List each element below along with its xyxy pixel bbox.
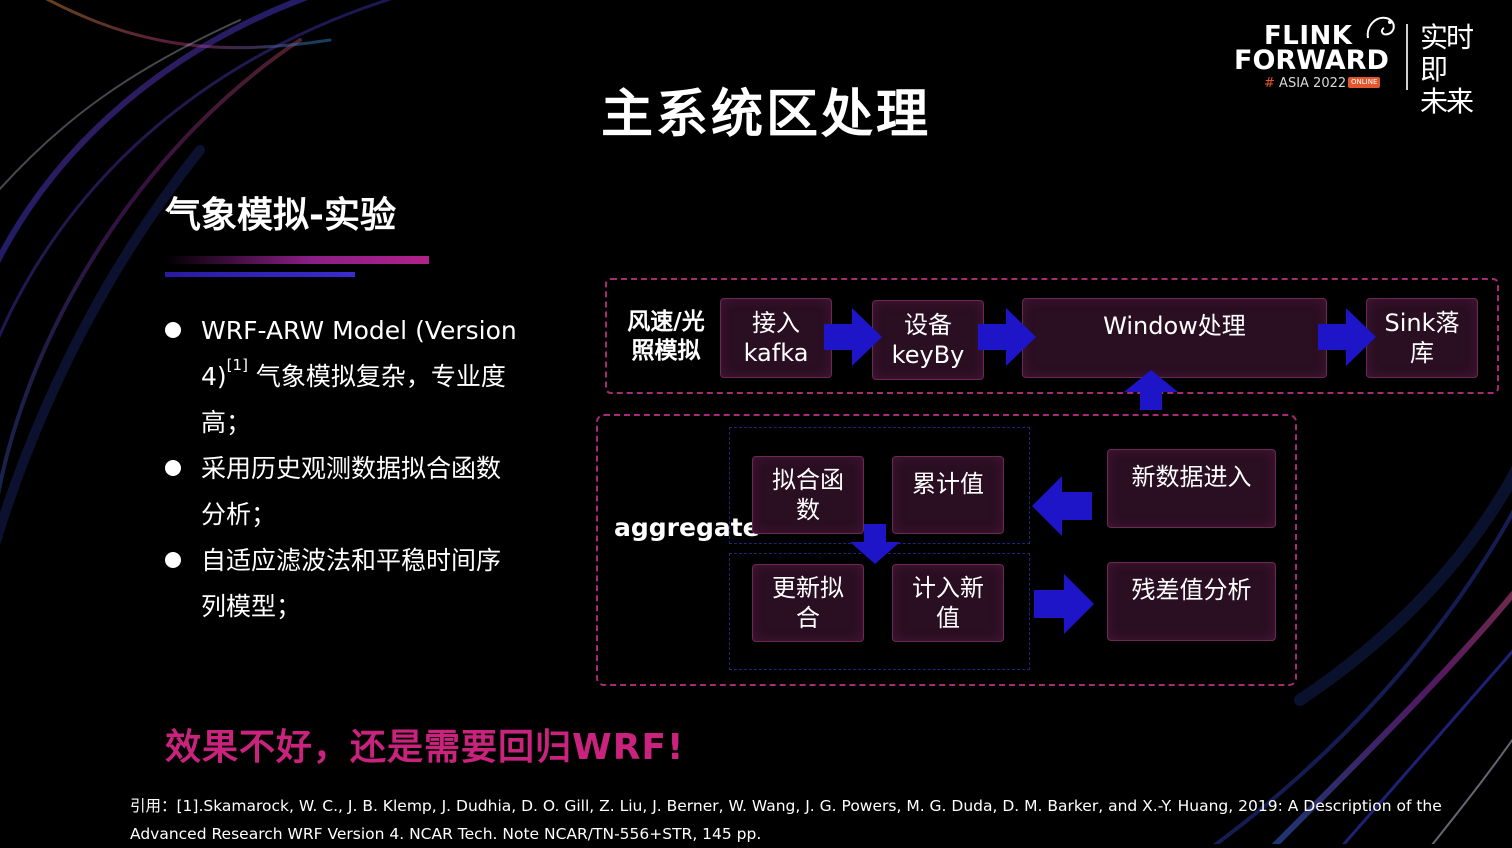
arrow-left-icon — [1032, 476, 1092, 536]
logo-event: # ASIA 2022 — [1264, 76, 1346, 92]
aggregate-label: aggregate — [614, 513, 760, 542]
bullet-item-3: 自适应滤波法和平稳时间序列模型； — [165, 538, 525, 630]
logo-slogan-line1: 实时即 — [1420, 21, 1474, 86]
device-keyby-label: 设备keyBy — [891, 311, 965, 369]
bullet-dot — [165, 552, 181, 568]
arrow-right-icon — [1318, 308, 1376, 366]
sink-storage-box: Sink落库 — [1366, 298, 1478, 378]
logo-line-flink: FLINK — [1264, 21, 1353, 51]
bullet-1-text: WRF-ARW Model (Version 4) — [201, 316, 517, 391]
reference-citation: 引用：[1].Skamarock, W. C., J. B. Klemp, J.… — [130, 797, 1442, 843]
sink-storage-label: Sink落库 — [1384, 309, 1460, 367]
logo-line-forward: FORWARD — [1234, 45, 1389, 76]
logo-slogan: 实时即 未来 — [1420, 22, 1484, 118]
residual-analysis-label: 残差值分析 — [1131, 576, 1252, 604]
count-new-value-box: 计入新值 — [892, 564, 1004, 642]
arrow-right-icon — [824, 308, 882, 366]
aggregate-dashed-frame — [596, 414, 1297, 686]
bullet-2-text: 采用历史观测数据拟合函数分析； — [201, 454, 502, 529]
conclusion-text: 效果不好，还是需要回归WRF! — [165, 727, 685, 768]
window-processing-label: Window处理 — [1103, 312, 1246, 340]
bullet-1-text-cont: 气象模拟复杂，专业度高； — [201, 362, 506, 437]
update-fit-label: 更新拟合 — [772, 574, 844, 632]
bullet-item-1: WRF-ARW Model (Version 4)[1] 气象模拟复杂，专业度高… — [165, 308, 525, 446]
top-flow-dashed-frame — [605, 278, 1499, 394]
bullet-dot — [165, 460, 181, 476]
fit-function-box: 拟合函数 — [752, 456, 864, 534]
squirrel-icon — [1366, 16, 1395, 39]
residual-analysis-box: 残差值分析 — [1107, 562, 1276, 641]
section-subtitle: 气象模拟-实验 — [165, 195, 396, 236]
logo-slogan-line2: 未来 — [1420, 85, 1474, 118]
count-new-value-label: 计入新值 — [912, 574, 984, 632]
accumulated-value-box: 累计值 — [892, 456, 1004, 534]
bullet-item-2: 采用历史观测数据拟合函数分析； — [165, 446, 525, 538]
bullet-list: WRF-ARW Model (Version 4)[1] 气象模拟复杂，专业度高… — [165, 308, 525, 630]
source-label: 风速/光照模拟 — [627, 309, 705, 364]
ingest-kafka-label: 接入kafka — [743, 309, 809, 367]
logo-hash: # — [1264, 76, 1275, 91]
ingest-kafka-box: 接入kafka — [720, 298, 832, 378]
update-fit-box: 更新拟合 — [752, 564, 864, 642]
logo-event-text: ASIA 2022 — [1279, 76, 1347, 91]
bullet-1-citation: [1] — [226, 356, 248, 374]
subtitle-underline-magenta — [165, 256, 429, 264]
bullet-dot — [165, 322, 181, 338]
fit-function-label: 拟合函数 — [772, 466, 844, 524]
new-data-box: 新数据进入 — [1107, 449, 1276, 528]
subtitle-underline-blue — [165, 272, 355, 277]
arrow-right-icon — [1034, 574, 1094, 634]
page-title: 主系统区处理 — [600, 85, 931, 145]
bullet-3-text: 自适应滤波法和平稳时间序列模型； — [201, 546, 502, 621]
arrow-up-icon — [1124, 370, 1178, 410]
arrow-down-icon — [850, 524, 900, 564]
new-data-label: 新数据进入 — [1131, 463, 1252, 491]
flink-forward-logo: FLINK FORWARD # ASIA 2022 ONLINE 实时即 未来 — [1230, 16, 1500, 118]
device-keyby-box: 设备keyBy — [872, 300, 984, 380]
logo-divider — [1406, 24, 1408, 90]
accumulated-value-label: 累计值 — [912, 470, 984, 498]
window-processing-box: Window处理 — [1022, 298, 1327, 378]
logo-online-badge: ONLINE — [1348, 77, 1381, 88]
arrow-right-icon — [978, 308, 1036, 366]
